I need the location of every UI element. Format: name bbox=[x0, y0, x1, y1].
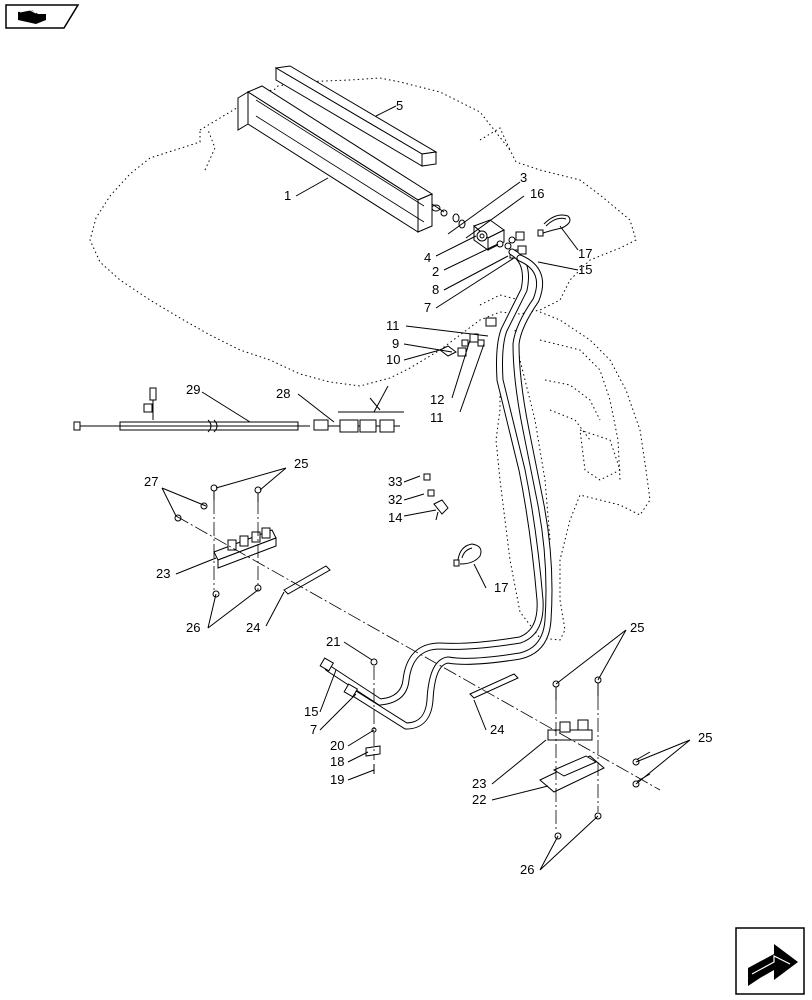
part-29-harness bbox=[73, 387, 310, 433]
callout-17: 17 bbox=[578, 246, 592, 261]
callout-32: 32 bbox=[388, 492, 402, 507]
bracket-right bbox=[539, 676, 651, 840]
catalog-book-icon[interactable] bbox=[5, 4, 80, 29]
callout-12: 12 bbox=[430, 392, 444, 407]
callout-4: 4 bbox=[424, 250, 431, 265]
part-17-tie-bottom bbox=[453, 543, 482, 567]
callout-22: 22 bbox=[472, 792, 486, 807]
callout-16: 16 bbox=[530, 186, 544, 201]
part-28-connector bbox=[313, 385, 404, 433]
part-33-32-14 bbox=[423, 473, 449, 521]
part-1-condenser bbox=[237, 85, 448, 233]
callout-33: 33 bbox=[388, 474, 402, 489]
callout-14: 14 bbox=[388, 510, 402, 525]
part-17-tie-top bbox=[537, 214, 571, 237]
leader-lines bbox=[161, 105, 691, 871]
callout-24: 24 bbox=[246, 620, 260, 635]
callout-26: 26 bbox=[520, 862, 534, 877]
callout-11: 11 bbox=[386, 318, 400, 333]
callout-23: 23 bbox=[156, 566, 170, 581]
callout-17: 17 bbox=[494, 580, 508, 595]
part-24-pad-right bbox=[469, 673, 519, 699]
part-5-bar bbox=[274, 65, 438, 167]
callout-26: 26 bbox=[186, 620, 200, 635]
callout-28: 28 bbox=[276, 386, 290, 401]
callout-3: 3 bbox=[520, 170, 527, 185]
part-24-pad-left bbox=[283, 565, 331, 595]
next-page-arrow-icon[interactable] bbox=[735, 927, 805, 995]
callout-19: 19 bbox=[330, 772, 344, 787]
callout-15: 15 bbox=[578, 262, 592, 277]
small-fittings bbox=[439, 317, 497, 357]
callout-2: 2 bbox=[432, 264, 439, 279]
callout-labels: 5 1 3 16 4 17 2 15 8 7 11 9 10 12 11 29 … bbox=[144, 98, 712, 877]
callout-10: 10 bbox=[386, 352, 400, 367]
callout-11: 11 bbox=[430, 410, 444, 425]
callout-1: 1 bbox=[284, 188, 291, 203]
callout-25: 25 bbox=[698, 730, 712, 745]
callout-18: 18 bbox=[330, 754, 344, 769]
part-18-19-20-21 bbox=[365, 658, 381, 774]
callout-27: 27 bbox=[144, 474, 158, 489]
callout-8: 8 bbox=[432, 282, 439, 297]
assembly-centerlines bbox=[175, 500, 661, 830]
cab-roof-outline bbox=[89, 77, 637, 387]
callout-7: 7 bbox=[310, 722, 317, 737]
callout-29: 29 bbox=[186, 382, 200, 397]
part-3-4-fittings bbox=[452, 213, 516, 251]
hose-assembly bbox=[319, 248, 553, 730]
callout-9: 9 bbox=[392, 336, 399, 351]
callout-21: 21 bbox=[326, 634, 340, 649]
callout-25: 25 bbox=[630, 620, 644, 635]
callout-23: 23 bbox=[472, 776, 486, 791]
callout-5: 5 bbox=[396, 98, 403, 113]
callout-24: 24 bbox=[490, 722, 504, 737]
callout-7: 7 bbox=[424, 300, 431, 315]
bracket-left bbox=[174, 484, 277, 598]
callout-15: 15 bbox=[304, 704, 318, 719]
callout-20: 20 bbox=[330, 738, 344, 753]
callout-25: 25 bbox=[294, 456, 308, 471]
